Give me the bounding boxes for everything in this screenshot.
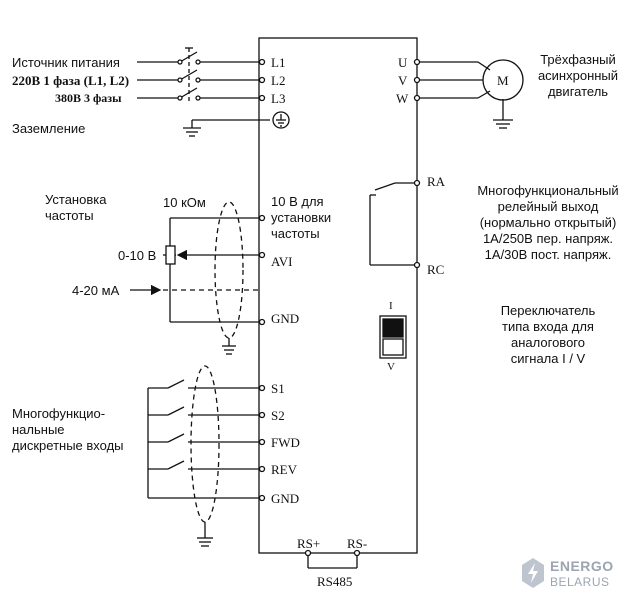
relay-contact xyxy=(369,182,417,266)
ref-label-2: установки xyxy=(271,210,332,225)
power-source-label: Источник питания xyxy=(12,55,120,70)
multi-inputs-label-3: дискретные входы xyxy=(12,438,124,453)
current-input-label: 4-20 мА xyxy=(72,283,120,298)
single-phase-label: 220В 1 фаза (L1, L2) xyxy=(12,73,130,88)
terminal-v: V xyxy=(398,73,408,88)
multi-inputs-label-1: Многофункцио- xyxy=(12,406,106,421)
ground-label: Заземление xyxy=(12,121,86,136)
terminal-w: W xyxy=(396,91,409,106)
switch-i-label: I xyxy=(389,300,393,312)
terminal-rc: RC xyxy=(427,262,445,277)
terminal-rev: REV xyxy=(271,462,297,477)
power-input-wires xyxy=(137,61,262,99)
terminal-gnd-analog: GND xyxy=(271,311,300,326)
terminal-l2: L2 xyxy=(271,73,286,88)
relay-label-4: 1А/250В пер. напряж. xyxy=(482,231,614,246)
motor-label-1: Трёхфазный xyxy=(540,52,616,67)
ref-label-3: частоты xyxy=(271,226,320,241)
iv-switch-icon xyxy=(379,315,407,359)
logo-mark-icon xyxy=(522,558,544,588)
multi-inputs-label-2: нальные xyxy=(12,422,65,437)
terminal-rs-plus: RS+ xyxy=(297,536,321,551)
terminal-ra: RA xyxy=(427,174,446,189)
switch-label-3: аналогового xyxy=(511,335,585,350)
relay-label-1: Многофункциональный xyxy=(477,183,619,198)
three-phase-label: 380В 3 фазы xyxy=(55,91,122,105)
freq-setting-label-2: частоты xyxy=(45,208,94,223)
terminal-s2: S2 xyxy=(271,408,285,423)
relay-label-5: 1А/30В пост. напряж. xyxy=(484,247,612,262)
analog-input-wires xyxy=(130,217,262,323)
switch-v-label: V xyxy=(387,361,395,373)
terminal-s1: S1 xyxy=(271,381,285,396)
breaker-switch xyxy=(179,47,198,104)
switch-label-4: сигнала I / V xyxy=(510,351,586,366)
energo-belarus-logo: ENERGO BELARUS xyxy=(518,556,636,596)
rs485-label: RS485 xyxy=(317,574,353,589)
terminal-u: U xyxy=(398,55,408,70)
logo-text-belarus: BELARUS xyxy=(550,575,610,589)
switch-label-2: типа входа для xyxy=(502,319,594,334)
freq-setting-label-1: Установка xyxy=(45,192,107,207)
ref-label-1: 10 В для xyxy=(271,194,324,209)
motor-icon xyxy=(482,59,524,101)
relay-label-2: релейный выход xyxy=(497,199,599,214)
terminal-fwd: FWD xyxy=(271,435,300,450)
terminal-l3: L3 xyxy=(271,91,286,106)
terminal-gnd-digital: GND xyxy=(271,491,300,506)
digital-input-wires xyxy=(147,379,262,499)
terminal-rs-minus: RS- xyxy=(347,536,368,551)
switch-label-1: Переключатель xyxy=(500,303,596,318)
motor-symbol: M xyxy=(497,73,509,88)
pot-value-label: 10 кОм xyxy=(163,195,206,210)
terminal-avi: AVI xyxy=(271,254,293,269)
motor-output-wires xyxy=(417,61,513,129)
digital-shield xyxy=(190,365,220,547)
logo-text-energo: ENERGO xyxy=(550,558,614,574)
ground-terminal-icon xyxy=(272,111,290,129)
analog-shield xyxy=(214,201,244,355)
motor-label-3: двигатель xyxy=(547,84,609,99)
terminal-l1: L1 xyxy=(271,55,286,70)
ground-wire xyxy=(183,119,270,137)
motor-label-2: асинхронный xyxy=(537,68,619,83)
rs485-wires xyxy=(307,553,358,569)
voltage-input-label: 0-10 В xyxy=(118,248,157,263)
relay-label-3: (нормально открытый) xyxy=(479,215,617,230)
inverter-body xyxy=(258,37,418,554)
